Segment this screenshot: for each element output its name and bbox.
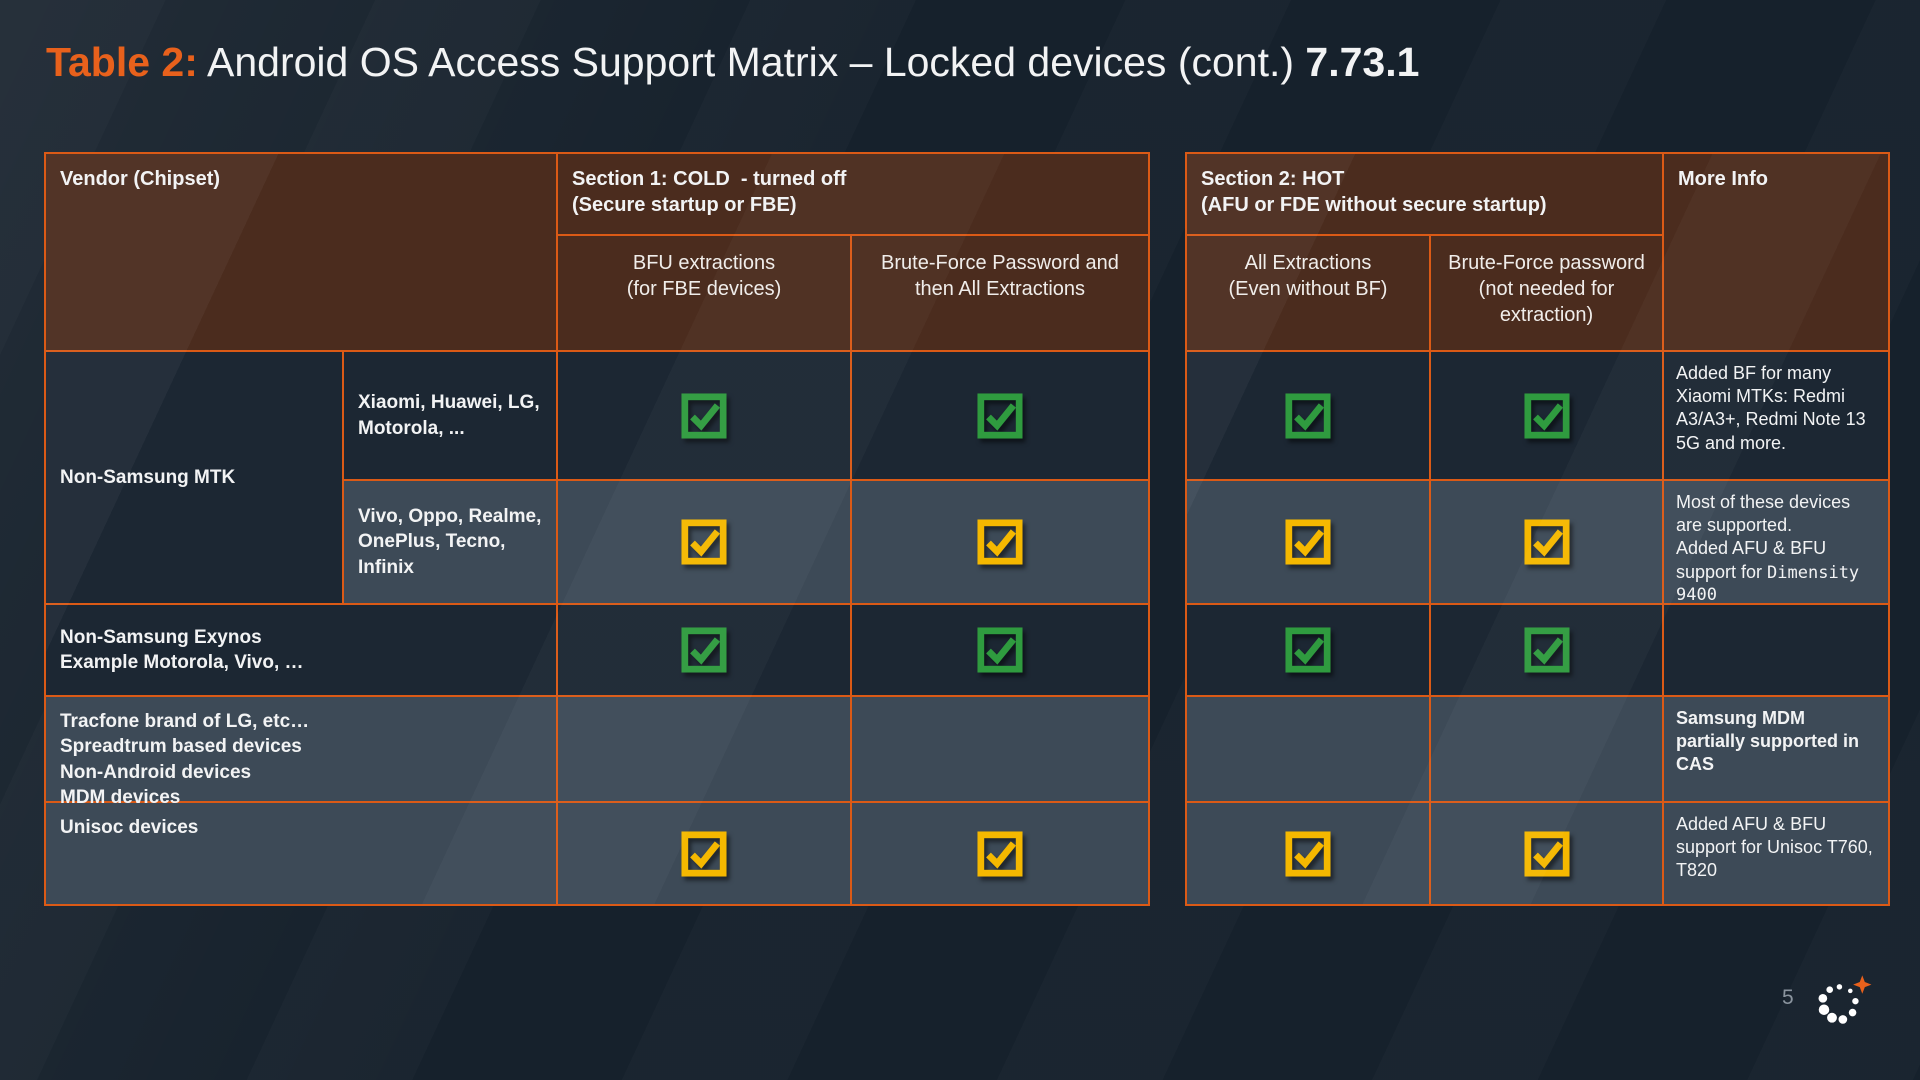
vendor-group-label: Non-Samsung MTK bbox=[60, 466, 236, 488]
yellow-checkbox-icon bbox=[1285, 519, 1331, 565]
row3-more-info-cell bbox=[1664, 605, 1888, 695]
all-extractions-column-header: All Extractions (Even without BF) bbox=[1187, 236, 1429, 350]
yellow-checkbox-icon bbox=[977, 519, 1023, 565]
yellow-checkbox-icon bbox=[1523, 519, 1570, 565]
row3-bfu-check-cell bbox=[558, 605, 850, 695]
green-checkbox-icon bbox=[681, 392, 727, 439]
row2-bf-password-check-cell bbox=[1431, 481, 1662, 603]
row5-all-extractions-check-cell bbox=[1187, 803, 1429, 904]
bfu-extractions-column-header: BFU extractions (for FBE devices) bbox=[558, 236, 850, 350]
row4-more-info-cell: Samsung MDM partially supported in CAS bbox=[1664, 697, 1888, 801]
yellow-checkbox-icon bbox=[977, 830, 1023, 877]
green-checkbox-icon bbox=[1523, 392, 1570, 439]
section2-header-cell: Section 2: HOT (AFU or FDE without secur… bbox=[1187, 154, 1662, 234]
row4-vendor-cell: Tracfone brand of LG, etc… Spreadtrum ba… bbox=[46, 697, 556, 808]
green-checkbox-icon bbox=[1523, 627, 1570, 673]
row2-vendor-cell: Vivo, Oppo, Realme, OnePlus, Tecno, Infi… bbox=[344, 481, 556, 603]
bf-password-column-header: Brute-Force password (not needed for ext… bbox=[1431, 236, 1662, 350]
vendor-group-cell: Non-Samsung MTK bbox=[46, 352, 342, 603]
chipset-code-text: Dimensity 9400 bbox=[1676, 562, 1870, 605]
orange-sparkle-icon bbox=[1853, 975, 1872, 994]
row5-bfu-check-cell bbox=[558, 803, 850, 904]
row1-vendor-cell: Xiaomi, Huawei, LG, Motorola, ... bbox=[344, 352, 556, 479]
yellow-checkbox-icon bbox=[681, 519, 727, 565]
row2-bruteforce-check-cell bbox=[852, 481, 1148, 603]
row1-bruteforce-check-cell bbox=[852, 352, 1148, 479]
more-info-header-label: More Info bbox=[1678, 168, 1768, 190]
row5-bf-password-check-cell bbox=[1431, 803, 1662, 904]
row3-vendor-cell: Non-Samsung Exynos Example Motorola, Viv… bbox=[46, 605, 556, 695]
section1-header-label: Section 1: COLD - turned off (Secure sta… bbox=[572, 168, 847, 216]
row3-bf-password-check-cell bbox=[1431, 605, 1662, 695]
green-checkbox-icon bbox=[1285, 627, 1331, 673]
row4-all-extractions-empty-cell bbox=[1187, 697, 1429, 801]
row5-vendor-cell: Unisoc devices bbox=[46, 803, 556, 904]
page-title: Table 2: Android OS Access Support Matri… bbox=[46, 38, 1419, 87]
section2-header-label: Section 2: HOT (AFU or FDE without secur… bbox=[1201, 168, 1547, 216]
more-info-header-cell: More Info bbox=[1664, 154, 1888, 350]
green-checkbox-icon bbox=[1285, 392, 1331, 439]
row2-bfu-check-cell bbox=[558, 481, 850, 603]
yellow-checkbox-icon bbox=[1523, 830, 1570, 877]
title-prefix: Table 2: bbox=[46, 39, 198, 85]
row1-bfu-check-cell bbox=[558, 352, 850, 479]
yellow-checkbox-icon bbox=[681, 830, 727, 877]
title-main: Android OS Access Support Matrix – Locke… bbox=[197, 39, 1306, 85]
dotted-circle-logo bbox=[1812, 972, 1876, 1041]
yellow-checkbox-icon bbox=[1285, 830, 1331, 877]
bruteforce-column-header: Brute-Force Password and then All Extrac… bbox=[852, 236, 1148, 350]
row4-bfu-empty-cell bbox=[558, 697, 850, 801]
vendor-header-cell: Vendor (Chipset) bbox=[46, 154, 556, 350]
row3-bruteforce-check-cell bbox=[852, 605, 1148, 695]
green-checkbox-icon bbox=[977, 627, 1023, 673]
row2-all-extractions-check-cell bbox=[1187, 481, 1429, 603]
row1-more-info-cell: Added BF for many Xiaomi MTKs: Redmi A3/… bbox=[1664, 352, 1888, 479]
title-version: 7.73.1 bbox=[1305, 39, 1420, 85]
row5-bruteforce-check-cell bbox=[852, 803, 1148, 904]
row3-all-extractions-check-cell bbox=[1187, 605, 1429, 695]
page-number: 5 bbox=[1782, 986, 1794, 1009]
row2-more-info-cell: Most of these devices are supported. Add… bbox=[1664, 481, 1888, 605]
row1-all-extractions-check-cell bbox=[1187, 352, 1429, 479]
cold-section-table: Vendor (Chipset) Section 1: COLD - turne… bbox=[44, 152, 1150, 906]
row1-bf-password-check-cell bbox=[1431, 352, 1662, 479]
vendor-header-label: Vendor (Chipset) bbox=[60, 168, 221, 190]
row4-bf-password-empty-cell bbox=[1431, 697, 1662, 801]
green-checkbox-icon bbox=[681, 627, 727, 673]
section1-header-cell: Section 1: COLD - turned off (Secure sta… bbox=[558, 154, 1148, 234]
row5-more-info-cell: Added AFU & BFU support for Unisoc T760,… bbox=[1664, 803, 1888, 904]
green-checkbox-icon bbox=[977, 392, 1023, 439]
hot-section-table: Section 2: HOT (AFU or FDE without secur… bbox=[1185, 152, 1890, 906]
row4-bruteforce-empty-cell bbox=[852, 697, 1148, 801]
